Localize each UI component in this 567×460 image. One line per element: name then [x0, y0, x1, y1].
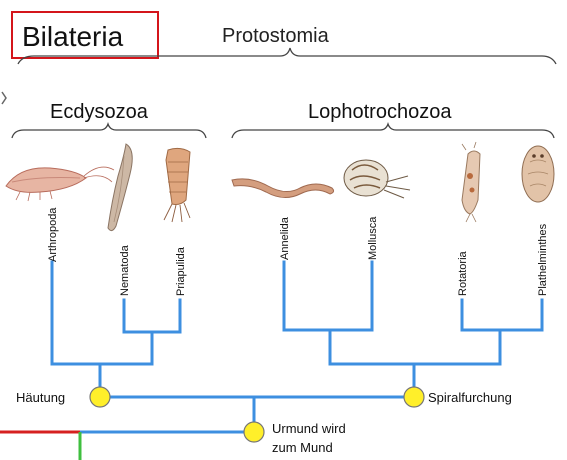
nautilus-illustration	[343, 159, 411, 199]
taxon-label-priapulida: Priapulida	[175, 246, 187, 296]
rotifer-illustration	[461, 141, 481, 223]
node-spiralfurchung	[403, 386, 425, 408]
node-urmund	[243, 421, 265, 443]
node-hautung	[89, 386, 111, 408]
bilateria-label: Bilateria	[22, 21, 124, 52]
bilateria-box	[11, 11, 159, 59]
taxon-label-nematoda: Nematoda	[119, 244, 131, 296]
tree-lines	[0, 260, 544, 434]
priapulid-illustration	[163, 147, 191, 223]
taxon-label-arthropoda: Arthropoda	[47, 207, 59, 262]
shrimp-illustration	[5, 166, 115, 202]
nematode-illustration	[107, 143, 133, 232]
protostomia-label: Protostomia	[222, 25, 330, 47]
node-label-hautung: Häutung	[16, 390, 65, 405]
edge-mark	[1, 91, 7, 105]
taxon-label-rotatoria: Rotatoria	[457, 250, 469, 296]
lophotrochozoa-label: Lophotrochozoa	[308, 101, 452, 123]
ecdysozoa-bracket	[11, 121, 207, 139]
node-label-urmund-line2: zum Mund	[272, 440, 333, 455]
taxon-label-annelida: Annelida	[279, 216, 291, 260]
taxon-label-plathelminthes: Plathelminthes	[537, 223, 549, 296]
node-label-spiralfurchung: Spiralfurchung	[428, 390, 512, 405]
lophotrochozoa-bracket	[231, 121, 555, 139]
flatworm-illustration	[521, 145, 555, 203]
node-label-urmund-line1: Urmund wird	[272, 421, 346, 436]
ecdysozoa-label: Ecdysozoa	[50, 101, 149, 123]
taxon-label-mollusca: Mollusca	[367, 216, 379, 260]
annelid-illustration	[231, 178, 335, 198]
protostomia-bracket	[17, 47, 557, 65]
